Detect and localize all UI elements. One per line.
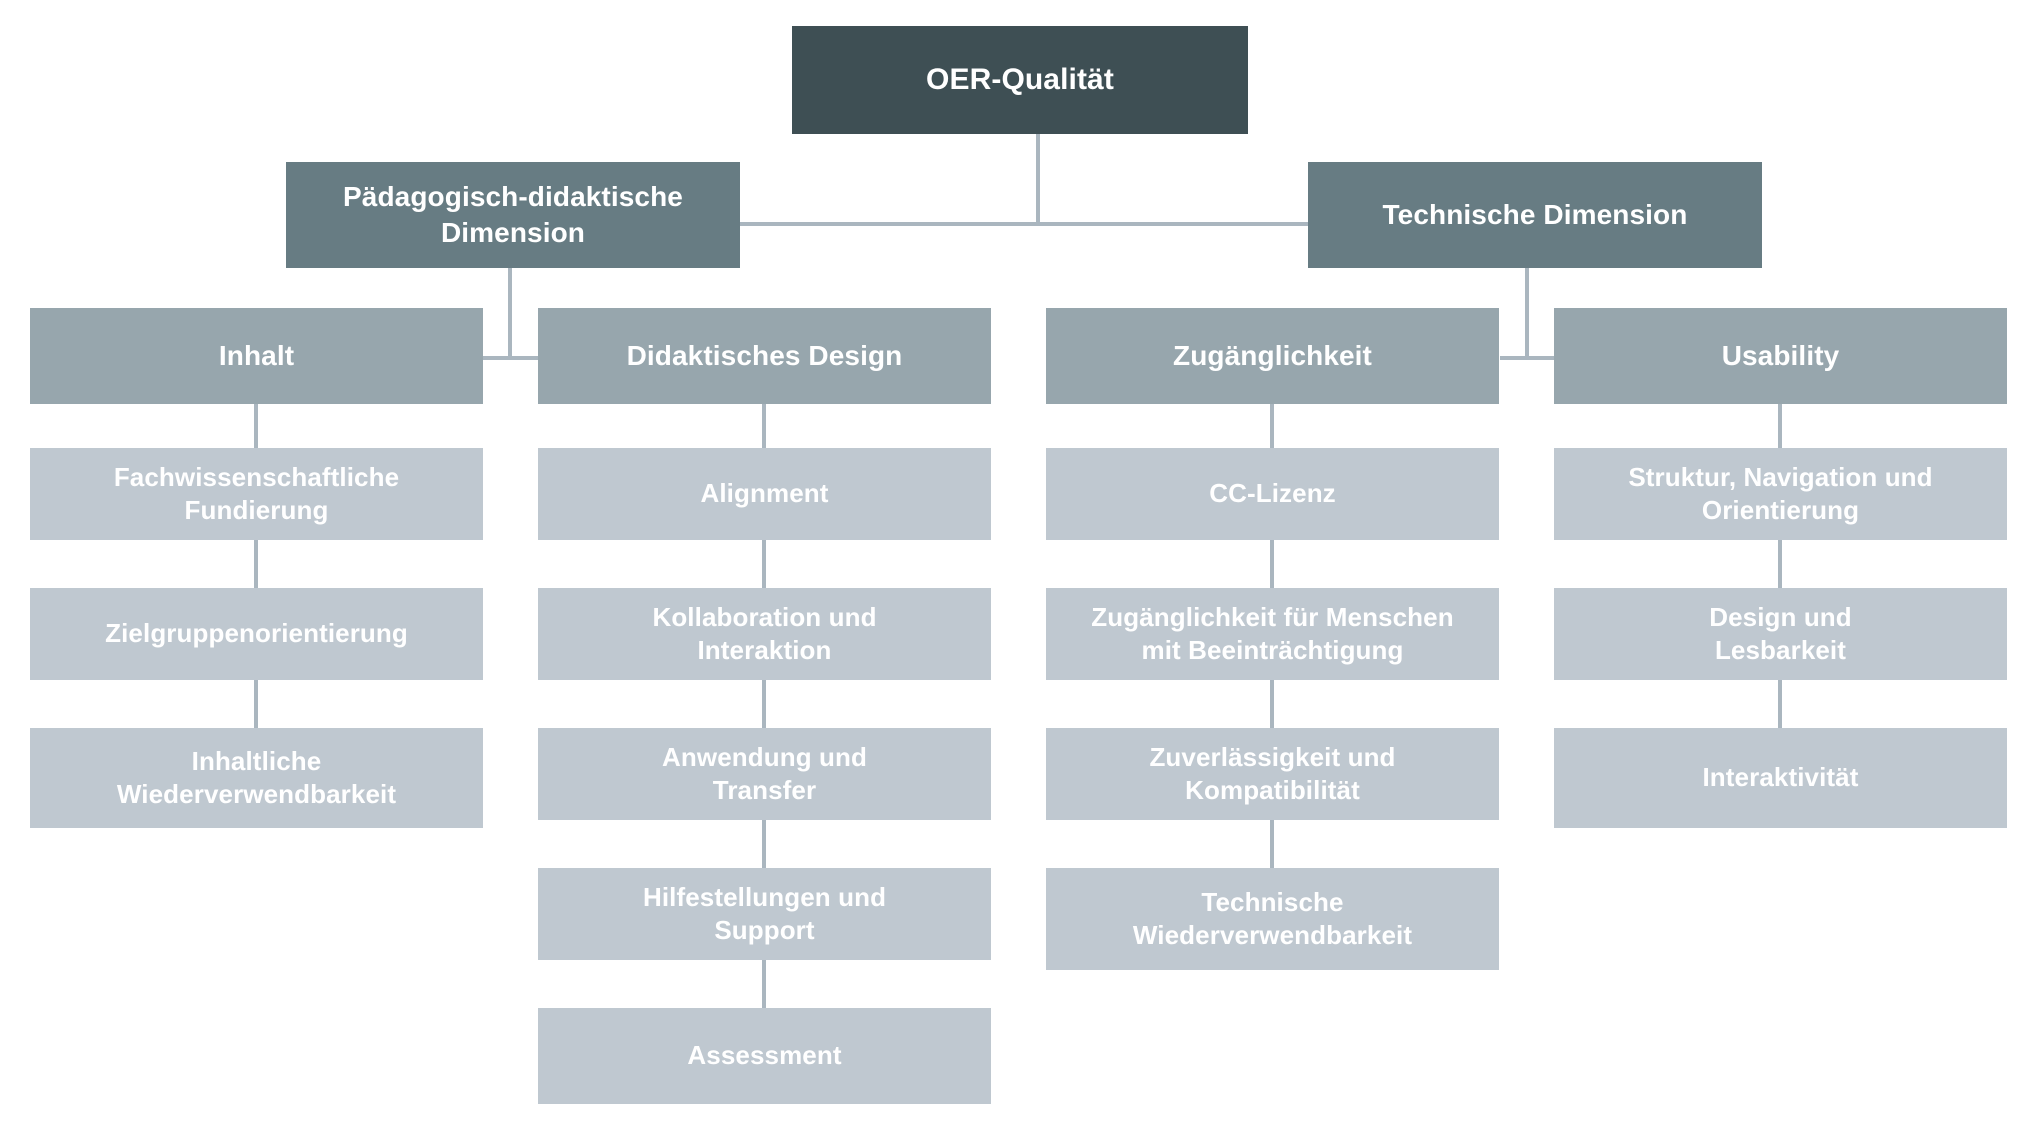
node-dimension-paedagogisch-didaktisch[interactable]: Pädagogisch-didaktische Dimension — [286, 162, 740, 268]
node-leaf-hilfestellungen-und-support[interactable]: Hilfestellungen und Support — [538, 868, 991, 960]
node-leaf-assessment[interactable]: Assessment — [538, 1008, 991, 1104]
node-root-label: OER-Qualität — [926, 62, 1114, 96]
node-leaf-label: Anwendung und Transfer — [662, 741, 867, 805]
node-leaf-label: Kollaboration und Interaktion — [652, 601, 877, 665]
node-leaf-label: Inhaltliche Wiederverwendbarkeit — [116, 745, 397, 809]
node-leaf-design-und-lesbarkeit[interactable]: Design und Lesbarkeit — [1554, 588, 2007, 680]
node-leaf-label: Design und Lesbarkeit — [1709, 601, 1852, 665]
node-leaf-label: Zielgruppenorientierung — [105, 618, 408, 649]
node-leaf-label: Fachwissenschaftliche Fundierung — [113, 461, 400, 525]
node-leaf-zielgruppenorientierung[interactable]: Zielgruppenorientierung — [30, 588, 483, 680]
node-leaf-kollaboration-und-interaktion[interactable]: Kollaboration und Interaktion — [538, 588, 991, 680]
node-leaf-label: Alignment — [700, 478, 829, 509]
node-category-label: Zugänglichkeit — [1173, 340, 1372, 372]
connector-paed-stem — [508, 268, 512, 360]
node-dimension-technisch[interactable]: Technische Dimension — [1308, 162, 1762, 268]
node-category-label: Didaktisches Design — [626, 340, 903, 372]
node-leaf-zuverlaessigkeit-und-kompatibilitaet[interactable]: Zuverlässigkeit und Kompatibilität — [1046, 728, 1499, 820]
node-leaf-zugaenglichkeit-fuer-menschen-mit-beeintraechtigung[interactable]: Zugänglichkeit für Menschen mit Beeinträ… — [1046, 588, 1499, 680]
connector-root-stem — [1036, 134, 1040, 224]
node-dimension-label: Pädagogisch-didaktische Dimension — [343, 181, 683, 248]
node-dimension-label: Technische Dimension — [1382, 199, 1688, 231]
node-leaf-technische-wiederverwendbarkeit[interactable]: Technische Wiederverwendbarkeit — [1046, 868, 1499, 970]
node-leaf-label: Zuverlässigkeit und Kompatibilität — [1149, 741, 1396, 805]
node-leaf-inhaltliche-wiederverwendbarkeit[interactable]: Inhaltliche Wiederverwendbarkeit — [30, 728, 483, 828]
connector-tech-stem — [1525, 268, 1529, 360]
node-category-usability[interactable]: Usability — [1554, 308, 2007, 404]
node-leaf-anwendung-und-transfer[interactable]: Anwendung und Transfer — [538, 728, 991, 820]
connector-tech-crossbar — [1500, 356, 1572, 360]
node-leaf-label: Assessment — [687, 1040, 842, 1071]
connector-paed-crossbar — [483, 356, 555, 360]
node-category-inhalt[interactable]: Inhalt — [30, 308, 483, 404]
connector-root-crossbar — [740, 222, 1308, 226]
node-leaf-label: Struktur, Navigation und Orientierung — [1628, 461, 1933, 525]
node-category-label: Usability — [1721, 340, 1840, 372]
node-leaf-label: Interaktivität — [1702, 762, 1859, 793]
node-leaf-label: Hilfestellungen und Support — [642, 881, 887, 945]
node-leaf-struktur-navigation-und-orientierung[interactable]: Struktur, Navigation und Orientierung — [1554, 448, 2007, 540]
node-category-label: Inhalt — [218, 340, 295, 372]
node-leaf-interaktivitaet[interactable]: Interaktivität — [1554, 728, 2007, 828]
node-leaf-label: Zugänglichkeit für Menschen mit Beeinträ… — [1091, 601, 1454, 665]
node-leaf-alignment[interactable]: Alignment — [538, 448, 991, 540]
connector-spine-zugaenglichkeit — [1270, 404, 1274, 970]
node-category-zugaenglichkeit[interactable]: Zugänglichkeit — [1046, 308, 1499, 404]
node-root-oer-qualitaet[interactable]: OER-Qualität — [792, 26, 1248, 134]
node-leaf-fachwissenschaftliche-fundierung[interactable]: Fachwissenschaftliche Fundierung — [30, 448, 483, 540]
node-leaf-cc-lizenz[interactable]: CC-Lizenz — [1046, 448, 1499, 540]
node-leaf-label: Technische Wiederverwendbarkeit — [1132, 886, 1413, 950]
node-category-didaktisches-design[interactable]: Didaktisches Design — [538, 308, 991, 404]
node-leaf-label: CC-Lizenz — [1209, 478, 1336, 509]
